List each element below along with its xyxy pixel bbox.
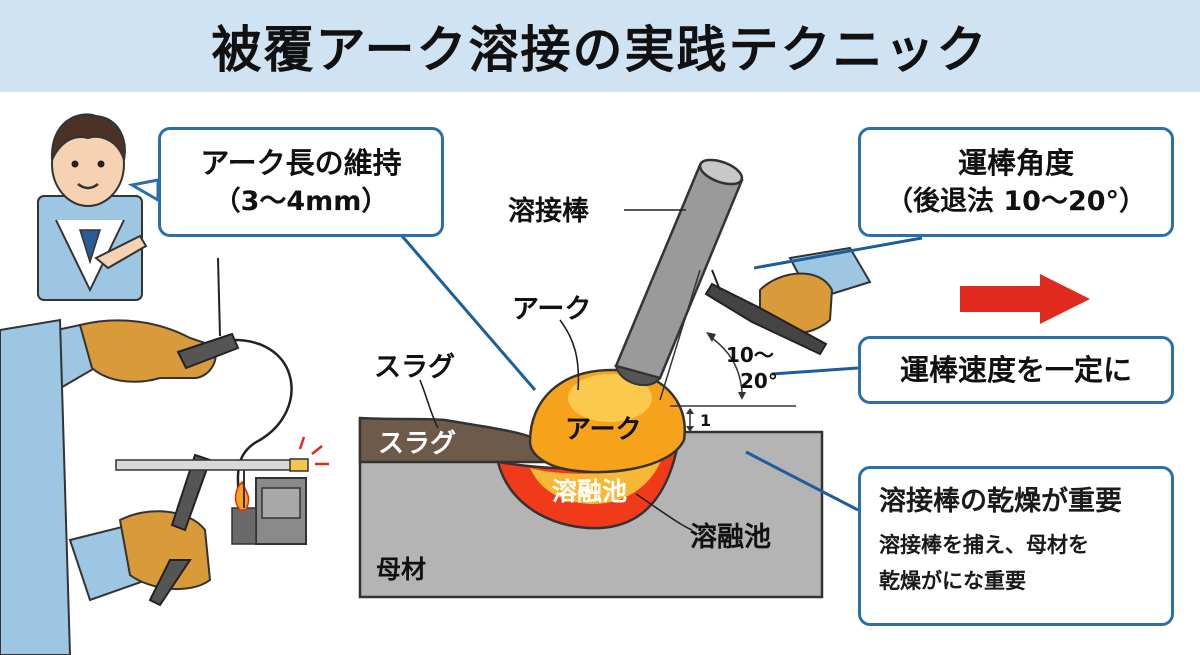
- callout-arc-length-detail: （3〜4mm）: [213, 186, 389, 217]
- label-gap: 1: [700, 411, 711, 430]
- title-bar: 被覆アーク溶接の実践テクニック: [0, 0, 1200, 92]
- callout-rod-angle: 運棒角度 （後退法 10〜20°）: [858, 127, 1174, 237]
- leader-drying: [745, 450, 859, 512]
- label-pool-inner: 溶融池: [552, 477, 627, 506]
- angle-arc: [711, 337, 743, 393]
- label-base-metal: 母材: [376, 555, 426, 584]
- worker-avatar-icon: [37, 113, 148, 301]
- callout-drying-line1: 溶接棒を捕え、母材を: [879, 533, 1089, 557]
- label-electrode: 溶接棒: [508, 195, 590, 227]
- leader-pool: [635, 493, 693, 531]
- callout-rod-angle-detail: （後退法 10〜20°）: [885, 186, 1147, 217]
- callout-rod-angle-title: 運棒角度: [957, 146, 1074, 180]
- electrode-rod: [614, 158, 744, 387]
- label-slag-inner: スラグ: [378, 429, 456, 459]
- label-slag-outer: スラグ: [374, 351, 455, 383]
- callout-drying: 溶接棒の乾燥が重要 溶接棒を捕え、母材を 乾燥がにな重要: [858, 466, 1174, 626]
- callout-drying-title: 溶接棒の乾燥が重要: [879, 486, 1122, 517]
- leader-rod-angle: [753, 236, 923, 270]
- callout-drying-line2: 乾燥がにな重要: [879, 569, 1026, 593]
- right-hand-holder-icon: [704, 246, 872, 356]
- label-angle-top: 10〜: [726, 343, 774, 367]
- welding-holder-icon: [0, 257, 293, 655]
- callout-rod-speed: 運棒速度を一定に: [858, 336, 1174, 404]
- callout-arc-length: アーク長の維持 （3〜4mm）: [158, 127, 444, 237]
- direction-arrow-icon: [960, 274, 1090, 324]
- leader-arc-length: [400, 235, 537, 391]
- leader-arc: [559, 319, 580, 391]
- callout-rod-speed-title: 運棒速度を一定に: [899, 353, 1132, 387]
- callout-arc-length-title: アーク長の維持: [200, 146, 402, 180]
- page-title: 被覆アーク溶接の実践テクニック: [211, 21, 989, 79]
- leader-rod-speed: [771, 366, 859, 376]
- label-arc-inner: アーク: [565, 415, 641, 445]
- label-pool-outer: 溶融池: [690, 521, 771, 553]
- label-angle-bottom: 20°: [740, 369, 778, 393]
- label-arc-outer: アーク: [512, 294, 591, 325]
- welding-gun-hands-icon: [68, 436, 329, 607]
- leader-slag: [419, 379, 439, 429]
